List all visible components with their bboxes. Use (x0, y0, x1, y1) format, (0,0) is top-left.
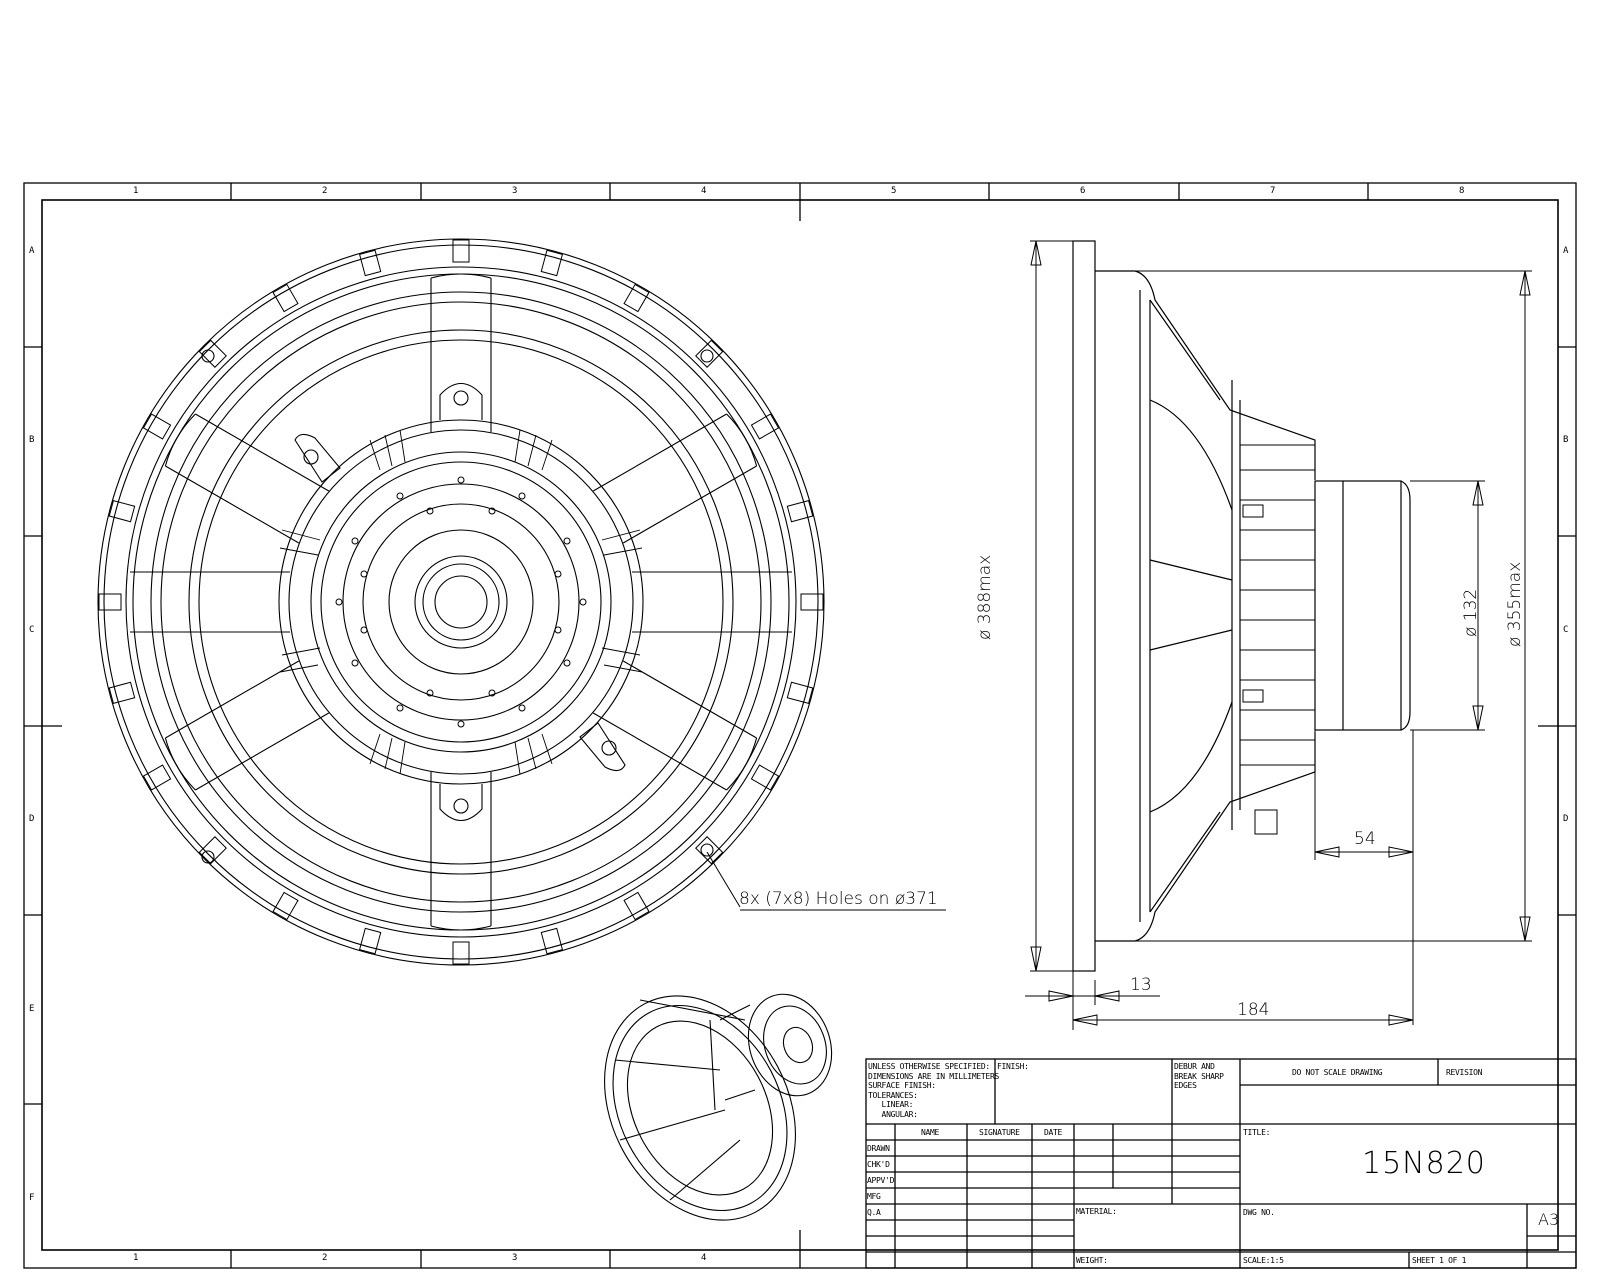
zone-row-a: A (29, 246, 35, 256)
sign-row-checked: CHK'D (867, 1160, 890, 1169)
sign-header-signature: SIGNATURE (979, 1128, 1020, 1137)
sign-header-name: NAME (921, 1128, 940, 1137)
finish-label: FINISH: (997, 1062, 1029, 1071)
dim-overall-diameter: ø 388max (975, 554, 995, 640)
dwg-no-label: DWG NO. (1243, 1208, 1275, 1217)
scale-label: SCALE:1:5 (1243, 1256, 1284, 1265)
sign-row-approved: APPV'D (867, 1176, 895, 1185)
zone-col-1-bottom: 1 (133, 1253, 139, 1263)
zone-row-d: D (29, 814, 35, 824)
sheet-size: A3 (1538, 1210, 1560, 1229)
general-notes: UNLESS OTHERWISE SPECIFIED: DIMENSIONS A… (868, 1062, 999, 1119)
zone-row-b: B (29, 435, 35, 445)
zone-row-f: F (29, 1193, 35, 1203)
dim-basket-diameter: ø 355max (1505, 561, 1525, 647)
deburr-note: DEBUR AND BREAK SHARP EDGES (1174, 1062, 1224, 1090)
sign-header-date: DATE (1044, 1128, 1063, 1137)
dim-flange-thickness: 13 (1130, 975, 1152, 995)
zone-col-4-bottom: 4 (701, 1253, 707, 1263)
dim-magnet-diameter: ø 132 (1461, 588, 1481, 637)
zone-col-3-bottom: 3 (512, 1253, 518, 1263)
revision-label: REVISION (1446, 1068, 1483, 1077)
isometric-view (604, 993, 833, 1221)
zone-row-b-right: B (1563, 435, 1569, 445)
zone-col-3: 3 (512, 186, 518, 196)
do-not-scale-note: DO NOT SCALE DRAWING (1292, 1068, 1383, 1077)
zone-col-4: 4 (701, 186, 707, 196)
front-view (97, 238, 946, 966)
sign-row-qa: Q.A (867, 1208, 881, 1217)
zone-col-8: 8 (1459, 186, 1465, 196)
zone-col-6: 6 (1080, 186, 1086, 196)
holes-callout: 8x (7x8) Holes on ø371 (739, 889, 938, 909)
dim-overall-depth: 184 (1237, 1000, 1270, 1020)
sign-row-mfg: MFG (867, 1192, 881, 1201)
zone-row-c-right: C (1563, 625, 1569, 635)
zone-row-e: E (29, 1004, 35, 1014)
zone-col-2: 2 (322, 186, 328, 196)
weight-label: WEIGHT: (1076, 1256, 1108, 1265)
zone-col-2-bottom: 2 (322, 1253, 328, 1263)
zone-col-5: 5 (891, 186, 897, 196)
side-view (1072, 240, 1411, 972)
title-block-grid (865, 1058, 1577, 1269)
zone-row-a-right: A (1563, 246, 1569, 256)
material-label: MATERIAL: (1076, 1207, 1117, 1216)
sign-row-drawn: DRAWN (867, 1144, 890, 1153)
dim-magnet-depth: 54 (1354, 829, 1376, 849)
zone-row-d-right: D (1563, 814, 1569, 824)
zone-col-1: 1 (133, 186, 139, 196)
zone-col-7: 7 (1270, 186, 1276, 196)
dimension-lines (1025, 240, 1532, 1030)
sheet-label: SHEET 1 OF 1 (1412, 1256, 1467, 1265)
inner-frame (41, 199, 1559, 1251)
part-number-title: 15N820 (1362, 1146, 1486, 1181)
title-label: TITLE: (1243, 1128, 1271, 1137)
zone-row-c: C (29, 625, 35, 635)
